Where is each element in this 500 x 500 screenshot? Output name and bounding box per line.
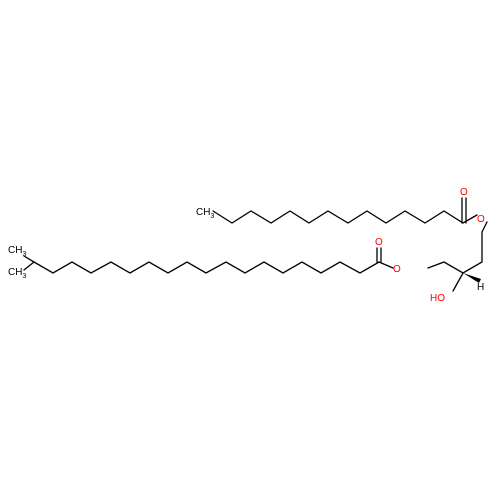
ester-oxygen-top-label: O	[477, 214, 485, 225]
methyl-left-a-label: CH3	[8, 245, 26, 258]
methyl-left-b-label: CH3	[8, 267, 26, 280]
glycerol-backbone	[427, 221, 488, 274]
subscript-3: 3	[22, 251, 26, 258]
upper-acyl-chain	[212, 210, 478, 224]
subscript-3: 3	[22, 273, 26, 280]
hydroxyl-label: HO	[430, 293, 445, 304]
carbonyl-oxygen-bottom-label: O	[375, 237, 383, 248]
carbonyl-oxygen-top-label: O	[460, 187, 468, 198]
subscript-3: 3	[210, 213, 214, 220]
branch-methyl-bond	[23, 261, 35, 271]
stereo-hydrogen-label: H	[477, 282, 484, 293]
lower-acyl-chain	[23, 255, 394, 274]
ester-oxygen-bottom-label: O	[393, 264, 401, 275]
hydroxyl-bond	[452, 272, 464, 292]
stereo-wedge	[463, 273, 481, 283]
methyl-top-label: CH3	[196, 207, 214, 220]
